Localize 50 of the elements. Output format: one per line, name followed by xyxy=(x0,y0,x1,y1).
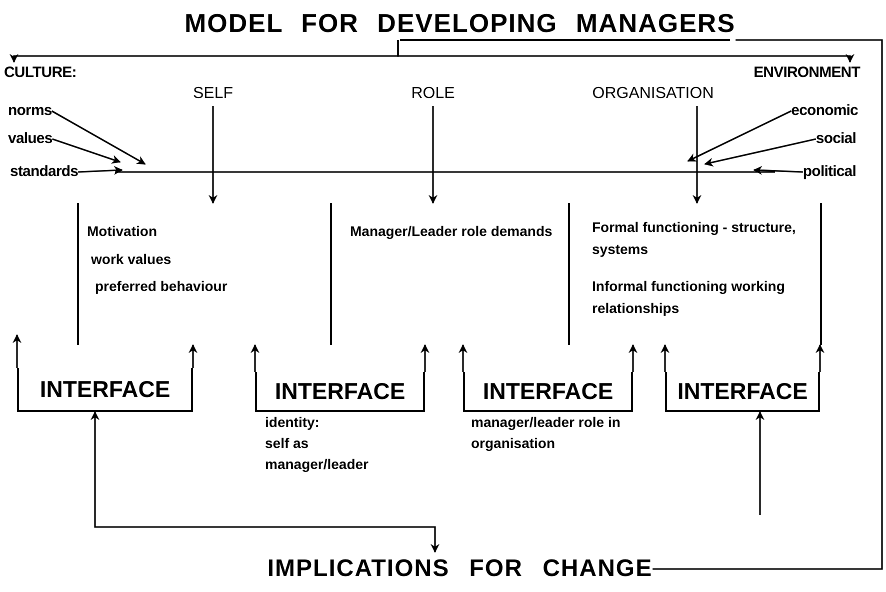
arrow xyxy=(420,344,430,372)
arrow xyxy=(816,344,824,372)
arrow xyxy=(704,138,816,167)
arrow xyxy=(51,110,146,165)
note-text: self as manager/leader xyxy=(265,434,370,474)
interface-label: INTERFACE xyxy=(677,378,808,404)
arrow xyxy=(78,166,123,175)
column-box xyxy=(330,203,570,345)
interface-bracket xyxy=(17,368,193,412)
box-text: Manager/Leader role demands xyxy=(350,222,554,241)
arrow xyxy=(250,344,260,372)
connector-line xyxy=(652,39,883,570)
column-heading: ORGANISATION xyxy=(592,82,714,106)
interface-label: INTERFACE xyxy=(482,378,614,404)
factor-label: norms xyxy=(8,100,52,122)
interface-label: INTERFACE xyxy=(274,378,406,404)
column-heading: ROLE xyxy=(411,82,455,106)
box-text: work values xyxy=(91,250,172,269)
heading-text: IMPLICATIONS FOR CHANGE xyxy=(267,552,653,586)
box-text: Informal functioning working relationships xyxy=(592,277,786,318)
box-text: Motivation xyxy=(87,222,158,241)
factor-label: standards xyxy=(10,161,78,183)
arrow xyxy=(188,344,198,368)
factor-label: social xyxy=(816,128,856,150)
factor-label: values xyxy=(8,128,52,150)
arrow xyxy=(692,106,702,204)
box-text: Formal functioning - structure, systems xyxy=(592,218,797,259)
interface-label: INTERFACE xyxy=(40,376,170,402)
arrow xyxy=(756,411,764,515)
heading-text: MODEL FOR DEVELOPING MANAGERS xyxy=(184,6,736,40)
factor-label: political xyxy=(802,161,856,183)
box-text: preferred behaviour xyxy=(95,277,228,296)
arrow xyxy=(90,411,440,553)
arrow xyxy=(660,344,670,372)
arrow xyxy=(753,166,803,175)
arrow xyxy=(52,138,121,164)
interface-bracket xyxy=(665,372,820,412)
factor-label: CULTURE: xyxy=(4,62,76,84)
column-heading: SELF xyxy=(193,82,233,106)
factor-label: economic xyxy=(791,100,858,122)
arrow xyxy=(12,334,22,368)
note-text: identity: xyxy=(265,413,320,432)
arrow xyxy=(628,344,638,372)
note-text: manager/leader role in organisation xyxy=(471,413,622,453)
arrow xyxy=(687,110,792,162)
arrow xyxy=(458,344,468,372)
factor-label: ENVIRONMENT xyxy=(754,62,860,84)
arrow xyxy=(208,106,218,204)
arrow xyxy=(397,40,854,63)
arrow xyxy=(428,106,438,204)
